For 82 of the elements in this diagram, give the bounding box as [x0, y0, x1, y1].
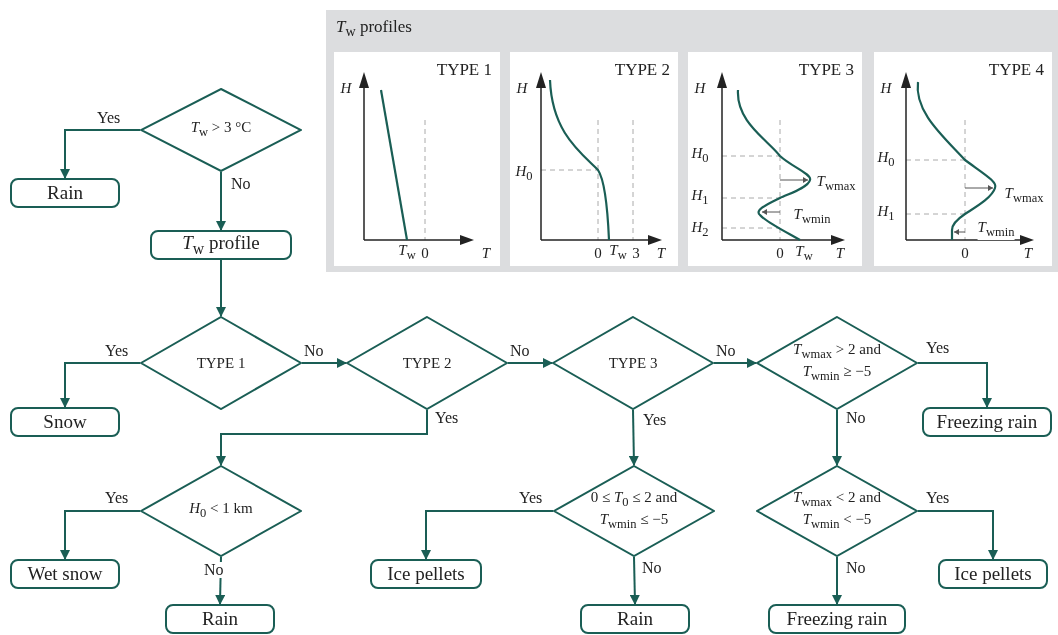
arrow [917, 510, 998, 560]
condition-text: H$_{0}$ < 1 km [188, 500, 254, 522]
axis-label: H [694, 80, 706, 96]
arrow [629, 556, 640, 605]
decision-diamond [346, 316, 508, 410]
edge-label: Yes [96, 110, 122, 126]
axis-label: H [516, 80, 528, 96]
edge-label: Yes [925, 340, 951, 356]
chart-title: TYPE 2 [614, 60, 670, 80]
edge-label: Yes [925, 490, 951, 506]
outcome-box: Wet snow [10, 559, 120, 589]
arrow [421, 510, 554, 560]
arrow [713, 358, 757, 368]
edge-label: No [845, 410, 867, 426]
outcome-box: Freezing rain [922, 407, 1052, 437]
edge-label: No [715, 343, 737, 359]
arrow [216, 259, 226, 317]
condition-text: T$_{w}$ > 3 °C [189, 119, 253, 141]
arrow [832, 556, 842, 605]
edge-label: No [203, 562, 225, 578]
arrow [216, 409, 428, 466]
profile-chart [334, 52, 500, 266]
decision-diamond [140, 465, 302, 557]
condition-text: T$_{wmax}$ < 2 and T$_{wmin}$ < −5 [792, 489, 882, 533]
outcome-box: Freezing rain [768, 604, 906, 634]
outcome-box: Ice pellets [938, 559, 1048, 589]
edge-label: Yes [518, 490, 544, 506]
arrow [507, 358, 553, 368]
outcome-box: T$_{w}$ profile [150, 230, 292, 260]
arrow [216, 171, 226, 231]
condition-text: TYPE 3 [607, 354, 659, 372]
condition-text: TYPE 1 [195, 354, 247, 372]
outcome-box: Rain [580, 604, 690, 634]
edge-label: Yes [104, 490, 130, 506]
axis-label: T [656, 245, 666, 261]
outcome-box: Rain [165, 604, 275, 634]
edge-label: Yes [642, 412, 668, 428]
axis-label: T [1023, 245, 1033, 261]
edge-label: No [230, 176, 252, 192]
profile-chart [510, 52, 678, 266]
decision-diamond [553, 465, 715, 557]
axis-label: 0 [594, 245, 602, 261]
edge-label: Yes [434, 410, 460, 426]
axis-label: 0 [776, 245, 784, 261]
profile-chart [688, 52, 862, 266]
condition-text: TYPE 2 [401, 354, 453, 372]
arrow [628, 409, 639, 466]
decision-diamond [140, 316, 302, 410]
axis-label: H [340, 80, 352, 96]
arrow [301, 358, 347, 368]
arrow [60, 362, 141, 408]
decision-diamond [756, 465, 918, 557]
outcome-box: Rain [10, 178, 120, 208]
outcome-box: Snow [10, 407, 120, 437]
axis-label: T$_{wmin}$ [977, 220, 1015, 240]
profiles-panel [326, 10, 1058, 272]
arrow [917, 362, 992, 408]
arrow [60, 510, 141, 560]
chart-title: TYPE 1 [436, 60, 492, 80]
condition-text: T$_{wmax}$ > 2 and T$_{wmin}$ ≥ −5 [792, 341, 882, 385]
edge-label: No [303, 343, 325, 359]
edge-label: No [845, 560, 867, 576]
axis-label: 0 [961, 245, 969, 261]
condition-text: 0 ≤ T$_{0}$ ≤ 2 and T$_{wmin}$ ≤ −5 [589, 489, 679, 533]
arrow [832, 409, 842, 466]
edge-label: Yes [104, 343, 130, 359]
axis-label: 0 [421, 245, 429, 261]
axis-label: T [835, 245, 845, 261]
chart-title: TYPE 4 [988, 60, 1044, 80]
profile-chart [874, 52, 1052, 266]
axis-label: H [880, 80, 892, 96]
panel-title: T$_{w}$ profiles [336, 17, 412, 41]
outcome-box: Ice pellets [370, 559, 482, 589]
axis-label: 3 [632, 245, 640, 261]
axis-label: T [481, 245, 491, 261]
decision-diamond [140, 88, 302, 172]
arrow [60, 129, 141, 179]
decision-diamond [756, 316, 918, 410]
chart-title: TYPE 3 [798, 60, 854, 80]
decision-diamond [552, 316, 714, 410]
edge-label: No [641, 560, 663, 576]
edge-label: No [509, 343, 531, 359]
